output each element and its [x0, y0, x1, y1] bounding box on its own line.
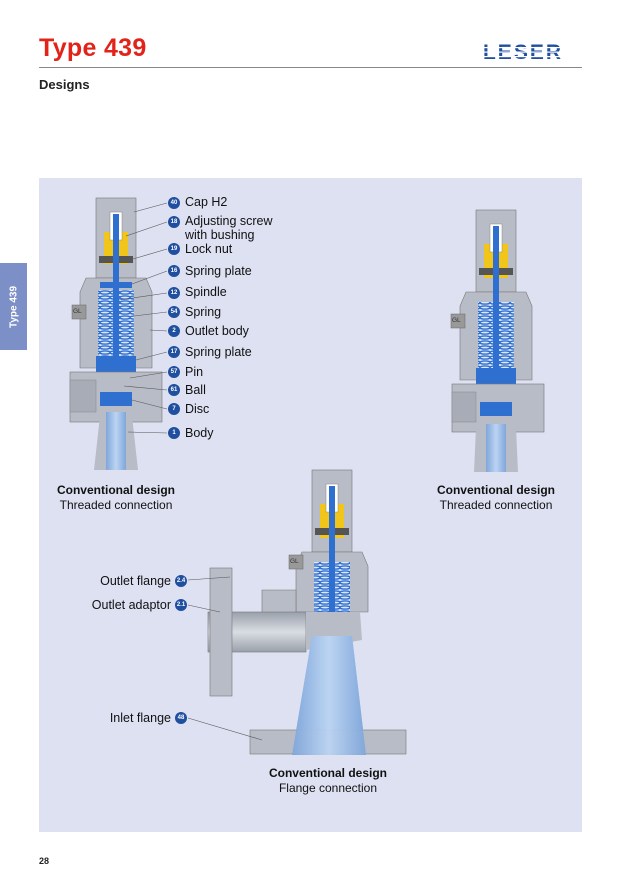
part-badge: 2: [168, 325, 180, 337]
part-label: Inlet flange: [109, 711, 171, 725]
caption-sub: Flange connection: [278, 781, 378, 795]
part-label: Adjusting screw: [185, 214, 273, 228]
caption: Conventional design Flange connection: [262, 766, 394, 796]
part-badge: 2.1: [175, 599, 187, 611]
part-badge: 12: [168, 287, 180, 299]
part-label: Body: [185, 426, 214, 440]
part-label: Spring plate: [185, 345, 252, 359]
side-tab: Type 439: [0, 263, 27, 350]
caption-title: Conventional design: [56, 483, 175, 497]
caption: Conventional design Threaded connection: [52, 483, 180, 513]
header-rule: [39, 67, 582, 68]
part-badge: 16: [168, 265, 180, 277]
part-label: Ball: [185, 383, 206, 397]
part-badge: 17: [168, 346, 180, 358]
leader-lines: [118, 202, 263, 741]
part-label: Disc: [185, 402, 210, 416]
page-number: 28: [39, 856, 50, 866]
valve-flanged: [207, 469, 407, 755]
part-label: Spring plate: [185, 264, 252, 278]
part-badge: 7: [168, 403, 180, 415]
part-badge: 18: [168, 216, 180, 228]
caption-sub: Threaded connection: [439, 498, 553, 512]
page-title: Type 439: [39, 34, 147, 62]
part-badge: 2.4: [175, 575, 187, 587]
part-badge: 40: [168, 197, 180, 209]
part-badge: 19: [168, 243, 180, 255]
part-label: Lock nut: [185, 242, 233, 256]
part-label: Outlet adaptor: [91, 598, 171, 612]
caption-sub: Threaded connection: [59, 498, 173, 512]
part-label: Spring: [185, 305, 222, 319]
part-label: Cap H2: [185, 195, 228, 209]
section-title: Designs: [39, 77, 90, 92]
leser-logo: LESER: [464, 42, 582, 62]
gl-marker: GL: [290, 558, 299, 565]
caption-title: Conventional design: [436, 483, 555, 497]
valve-threaded-2: [450, 209, 545, 472]
part-badge: 48: [175, 712, 187, 724]
caption: Conventional design Threaded connection: [430, 483, 562, 513]
part-badge: 1: [168, 427, 180, 439]
part-badge: 61: [168, 384, 180, 396]
part-label-continuation: with bushing: [185, 228, 255, 242]
part-label: Outlet body: [185, 324, 249, 338]
part-badge: 54: [168, 306, 180, 318]
part-label: Outlet flange: [100, 574, 171, 588]
part-label: Pin: [185, 365, 204, 379]
valve-threaded-1: [69, 197, 163, 470]
gl-marker: GL: [73, 308, 82, 315]
caption-title: Conventional design: [268, 766, 387, 780]
gl-marker: GL: [452, 317, 461, 324]
part-label: Spindle: [185, 285, 227, 299]
part-badge: 57: [168, 366, 180, 378]
